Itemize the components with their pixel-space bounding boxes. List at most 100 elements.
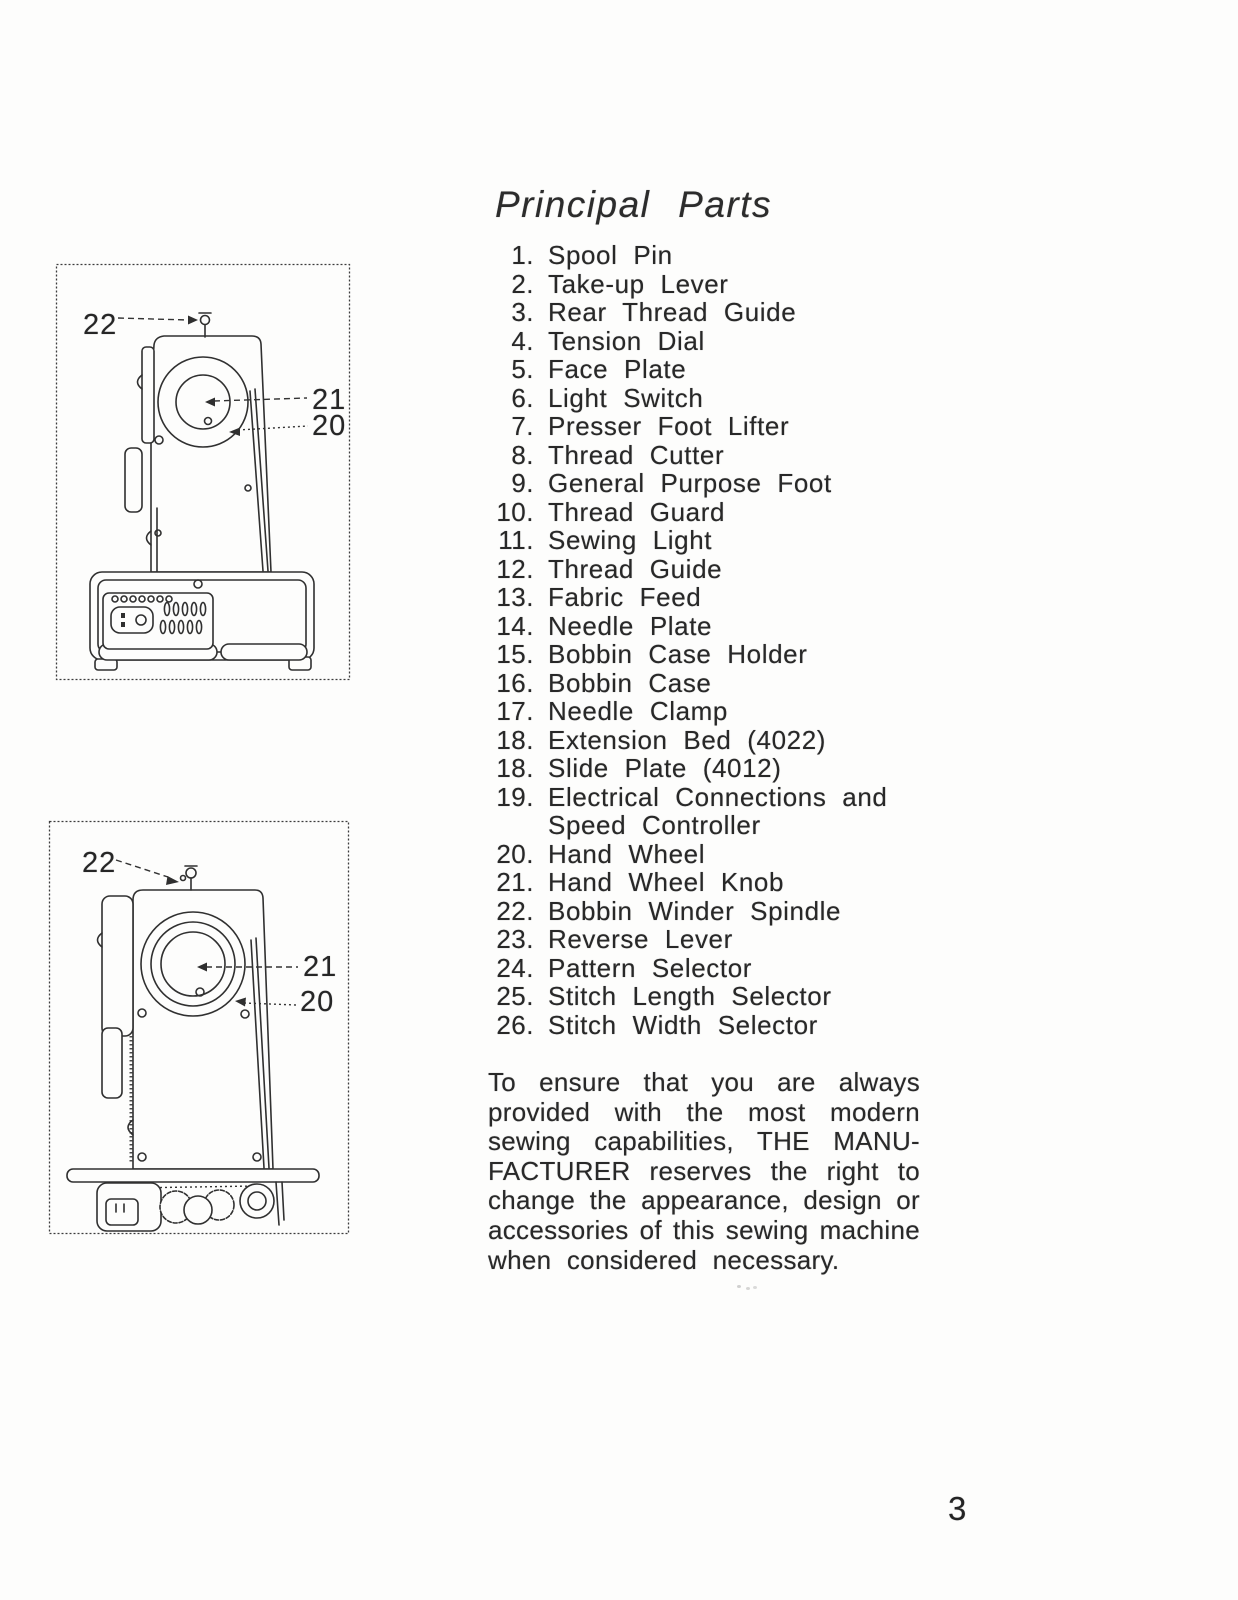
callout-22-label: 22 [82,847,116,879]
item-number: 7. [511,411,534,441]
parts-list-item: 12. Thread Guide [488,553,958,584]
parts-list-item: 22. Bobbin Winder Spindle [488,895,958,926]
item-number: 10. [496,496,534,527]
item-number: 3. [511,297,534,327]
item-number: 19. [496,781,534,812]
callout-20-label: 20 [312,410,346,442]
callout-22-leader-line [117,317,189,321]
item-label: Sewing Light [548,525,713,555]
hand-wheel-rim [157,356,249,448]
item-label: Rear Thread Guide [548,297,797,327]
item-label: Presser Foot Lifter [548,411,790,441]
parts-list-item: 17. Needle Clamp [488,697,958,726]
hand-wheel [140,911,246,1017]
parts-list-item: 6. Light Switch [488,382,958,413]
callout-22-arrowhead-icon [166,876,179,885]
hand-wheel-knob [175,374,231,430]
rear-cover-strip [101,895,134,1037]
parts-list-item: 24. Pattern Selector [488,952,958,983]
item-number: 18. [496,753,534,783]
item-label: Thread Guide [548,553,723,584]
notice-line: accessories of this sewing machine [488,1214,920,1245]
flat-bed [66,1168,320,1183]
side-panel [124,447,143,513]
scan-smudge [737,1285,741,1288]
item-number: 11. [498,525,534,555]
item-label: Face Plate [548,354,687,384]
parts-list-item: 25. Stitch Length Selector [488,982,958,1011]
parts-list-item: 14. Needle Plate [488,610,958,641]
item-number: 4. [511,325,534,356]
item-label: Bobbin Case Holder [548,639,808,669]
callout-21: 21 [205,384,346,416]
callout-22-arrowhead-icon [188,315,198,325]
parts-list-item: 9. General Purpose Foot [488,469,958,498]
item-label: Fabric Feed [548,582,702,612]
item-label: Spool Pin [548,240,673,270]
parts-list-item: 16. Bobbin Case [488,668,958,698]
item-label: Light Switch [548,382,704,413]
parts-list-item: 3. Rear Thread Guide [488,298,958,327]
power-socket [96,1182,162,1232]
parts-list-item: 8. Thread Cutter [488,439,958,470]
bobbin-winder-spindle [198,312,212,338]
parts-list-item: 15. Bobbin Case Holder [488,640,958,669]
item-label: Pattern Selector [548,952,753,983]
page-title: Principal Parts [495,184,773,225]
parts-list-item: 13. Fabric Feed [488,583,958,612]
parts-list-item: 18. Slide Plate (4012) [488,754,958,783]
parts-list-item: 21. Hand Wheel Knob [488,868,958,897]
callout-22-label: 22 [83,309,117,341]
notice-line: To ensure that you are always [488,1067,920,1097]
item-number: 18. [496,724,534,755]
item-number: 5. [511,354,534,384]
item-number: 20. [496,838,534,869]
item-number: 9. [511,468,534,498]
manufacturer-notice: To ensure that you are always provided w… [488,1067,920,1275]
callout-20-arrowhead-icon [229,427,240,436]
figure-machine-rear-bottom: 22 21 20 [48,820,350,1240]
item-number: 2. [511,268,534,299]
parts-list: 1. Spool Pin 2. Take-up Lever 3. Rear Th… [488,241,958,1039]
hand-wheel-knob [160,931,226,997]
parts-list-item: 4. Tension Dial [488,325,958,356]
callout-21-leader-line [213,397,308,402]
item-label: Needle Clamp [548,696,728,726]
callout-22: 22 [82,847,179,885]
parts-list-item: 26. Stitch Width Selector [488,1009,958,1040]
notice-line: sewing capabilities, THE MANU- [488,1126,920,1157]
item-label: General Purpose Foot [548,468,832,498]
callout-21-label: 21 [312,384,346,416]
item-number: 12. [496,553,534,584]
callout-22-leader-line [115,859,169,878]
item-label: Thread Cutter [548,439,725,470]
item-label: Reverse Lever [548,924,733,954]
parts-list-item: 5. Face Plate [488,355,958,384]
callout-21-arrowhead-icon [205,397,215,407]
callout-21-arrowhead-icon [197,962,207,972]
underside-mechanism [96,1181,285,1232]
hinge-bump-upper [136,374,143,390]
bobbin-winder-spindle [179,865,198,891]
hinge-bump-lower [127,1119,134,1136]
item-label: Extension Bed (4022) [548,724,827,755]
item-label: Electrical Connections and Speed Control… [548,781,888,840]
item-number: 13. [496,582,534,612]
parts-list-item: 10. Thread Guard [488,496,958,527]
item-number: 22. [496,895,534,926]
callout-20: 20 [235,986,334,1018]
item-label: Needle Plate [548,610,713,641]
callout-20-leader-line [237,425,309,431]
notice-line: FACTURER reserves the right to [488,1155,920,1186]
item-label: Bobbin Winder Spindle [548,895,842,926]
item-number: 26. [496,1009,534,1040]
callout-20-label: 20 [300,986,334,1018]
item-number: 24. [496,952,534,983]
item-label: Take-up Lever [548,268,729,299]
item-number: 17. [496,696,534,726]
item-number: 23. [496,924,534,954]
item-number: 21. [496,867,534,897]
parts-list-item: 19. Electrical Connections and Speed Con… [488,781,958,840]
figure-border [55,263,351,681]
page-number: 3 [948,1490,968,1527]
